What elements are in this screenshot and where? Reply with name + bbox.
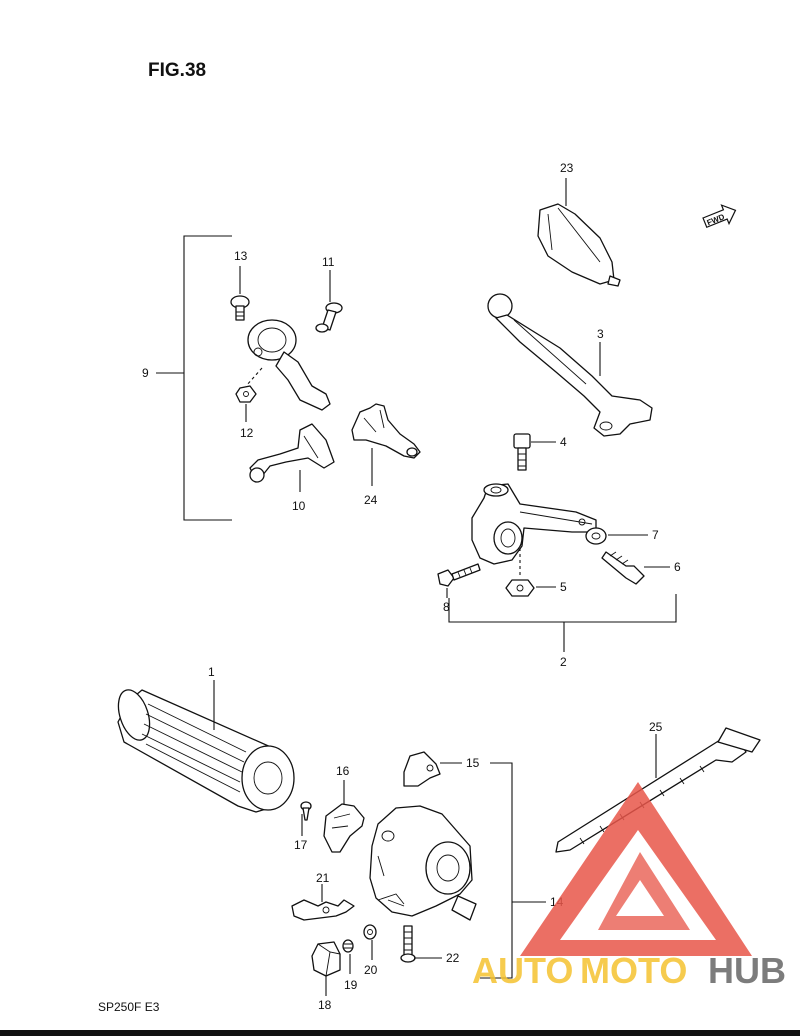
callout-23: 23 (560, 161, 574, 175)
part-2-lever-holder (471, 483, 597, 565)
part-8-bolt (437, 563, 481, 587)
callout-11: 11 (322, 255, 335, 269)
part-22-screw (400, 925, 416, 963)
callout-18: 18 (318, 998, 332, 1012)
bracket-14 (480, 762, 546, 979)
callout-4: 4 (560, 435, 567, 449)
bracket-2 (448, 594, 677, 652)
fwd-label: FWD (706, 212, 726, 227)
callout-1: 1 (208, 665, 215, 679)
part-3-clutch-lever (487, 293, 653, 437)
part-9-lever-holder (247, 319, 331, 411)
automotohub-watermark: AUTO MOTO HUB (472, 782, 786, 991)
part-11-pivot-bolt (315, 302, 343, 333)
part-20-detent (363, 924, 377, 940)
watermark-auto: AUTO (472, 950, 573, 991)
callout-8: 8 (443, 600, 450, 614)
callout-17: 17 (294, 838, 308, 852)
callout-22: 22 (446, 951, 460, 965)
part-13-screw (230, 295, 250, 321)
callout-21: 21 (316, 871, 330, 885)
part-14-handlebar-switch (369, 805, 477, 921)
callout-10: 10 (292, 499, 306, 513)
part-6-adjuster-bolt (601, 551, 645, 585)
part-15-switch-lever (403, 751, 441, 787)
part-16-switch-clamp (323, 803, 365, 853)
callout-3: 3 (597, 327, 604, 341)
model-code: SP250F E3 (98, 1000, 160, 1014)
callout-7: 7 (652, 528, 659, 542)
part-19-spring (342, 939, 354, 953)
fwd-arrow-icon: FWD (702, 204, 737, 229)
part-18-connector (311, 941, 341, 977)
part-5-nut (505, 579, 535, 597)
part-21-clip (291, 899, 355, 921)
bottom-border (0, 1030, 800, 1036)
watermark-hub: HUB (708, 950, 786, 991)
bracket-9 (156, 235, 232, 521)
callout-20: 20 (364, 963, 378, 977)
part-12-nut (235, 385, 257, 403)
callout-16: 16 (336, 764, 350, 778)
callout-6: 6 (674, 560, 681, 574)
part-23-lever-cover (537, 203, 621, 287)
part-24-cover (351, 403, 421, 459)
part-1-handlebar-grip (117, 689, 295, 813)
callout-24: 24 (364, 493, 378, 507)
callout-5: 5 (560, 580, 567, 594)
callout-9: 9 (142, 366, 149, 380)
callout-13: 13 (234, 249, 248, 263)
part-10-lever-bracket (249, 423, 335, 483)
figure-title: FIG.38 (148, 60, 206, 81)
watermark-moto: MOTO (580, 950, 687, 991)
part-4-bolt (513, 433, 531, 471)
callout-2: 2 (560, 655, 567, 669)
callout-25: 25 (649, 720, 663, 734)
part-17-screw (300, 801, 312, 821)
callout-19: 19 (344, 978, 358, 992)
callout-12: 12 (240, 426, 254, 440)
callout-15: 15 (466, 756, 480, 770)
part-7-adjuster-washer (585, 527, 607, 545)
